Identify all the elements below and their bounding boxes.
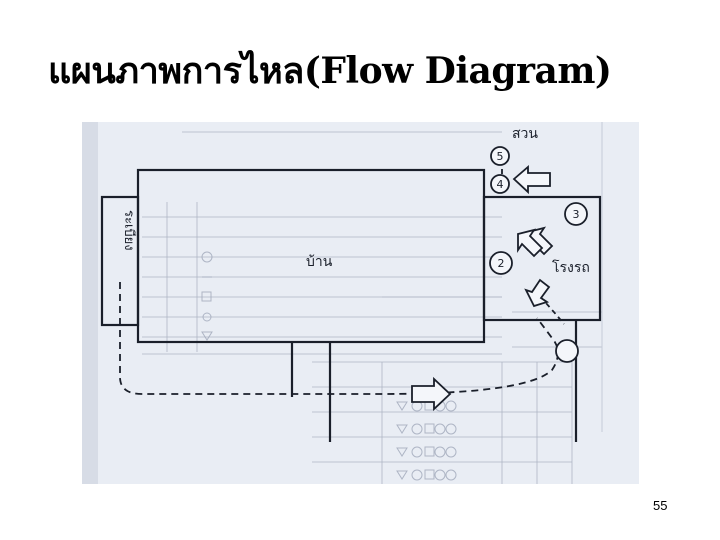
label-house: บ้าน — [306, 254, 333, 270]
transport-arrow-lower — [524, 278, 551, 308]
step-number-4: 4 — [497, 178, 504, 191]
step-number-3: 3 — [573, 208, 580, 221]
paper-background — [82, 122, 639, 484]
transport-arrow-mid — [517, 228, 544, 258]
step-circle-2 — [489, 251, 513, 275]
page-number: 55 — [653, 498, 668, 513]
form-symbols — [201, 251, 457, 481]
slide-title-thai: แผนภาพการไหล — [48, 50, 304, 92]
step-circles — [489, 146, 588, 363]
storage-circle — [555, 339, 579, 363]
slide-title-latin: (Flow Diagram) — [303, 50, 612, 92]
step-circle-4 — [490, 174, 510, 194]
building-outlines — [100, 168, 602, 442]
step-circle-5 — [490, 146, 510, 166]
transport-arrow-bottom — [411, 376, 452, 412]
slide-title: แผนภาพการไหล(Flow Diagram) — [48, 42, 612, 99]
step-number-5: 5 — [497, 150, 504, 163]
label-barn: โรงรถ — [552, 259, 590, 276]
transport-arrows — [411, 165, 554, 412]
barn-outline — [482, 195, 602, 322]
paper-shade — [82, 122, 98, 484]
flow-diagram-scan: 5 4 3 2 สวน บ้าน โรงรถ ระเบียง — [82, 122, 639, 484]
label-veranda: ระเบียง — [121, 210, 137, 251]
lower-passage — [290, 320, 578, 442]
label-garden: สวน — [512, 126, 538, 142]
step-number-2: 2 — [498, 257, 505, 270]
step-circle-3 — [564, 202, 588, 226]
transport-arrow-top — [512, 165, 551, 195]
